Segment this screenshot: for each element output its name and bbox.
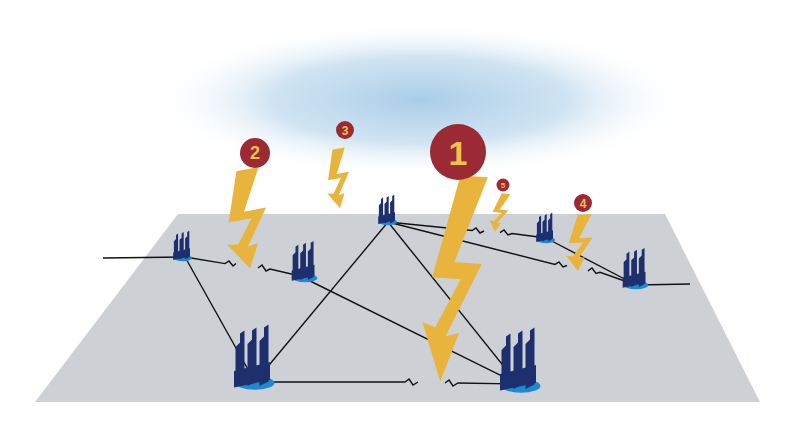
callout-number: 2	[250, 144, 260, 162]
substations	[173, 195, 648, 393]
lightning-bolt	[418, 173, 488, 383]
callout-number: 4	[580, 198, 587, 210]
lightning-bolt	[564, 214, 594, 271]
broken-line	[255, 379, 418, 385]
callout-circle	[240, 138, 270, 168]
lightning-bolt	[488, 192, 510, 233]
substation	[536, 213, 555, 243]
substation	[292, 241, 318, 282]
power-line	[546, 238, 636, 285]
substation	[378, 195, 397, 225]
callout-circles	[240, 121, 592, 212]
broken-line	[388, 222, 484, 233]
substation	[623, 248, 649, 289]
sky-glow	[150, 22, 690, 178]
ground-plane	[35, 214, 760, 402]
broken-line	[185, 257, 236, 266]
callout-circle	[430, 124, 486, 180]
power-lines	[103, 222, 690, 386]
substation	[234, 325, 275, 390]
lightning-bolt	[214, 167, 276, 272]
power-line	[300, 276, 518, 384]
lightning-bolts	[214, 147, 594, 383]
callout-circle	[497, 179, 510, 192]
callout-number: 1	[449, 136, 468, 170]
substation	[173, 231, 192, 261]
callout-circle	[574, 194, 592, 212]
callout-number: 5	[501, 182, 505, 190]
power-line	[255, 222, 388, 382]
callout-circle	[336, 121, 354, 139]
power-line	[103, 257, 185, 258]
lightning-bolt	[320, 147, 355, 209]
substation	[500, 328, 541, 393]
callout-number: 3	[342, 125, 349, 137]
